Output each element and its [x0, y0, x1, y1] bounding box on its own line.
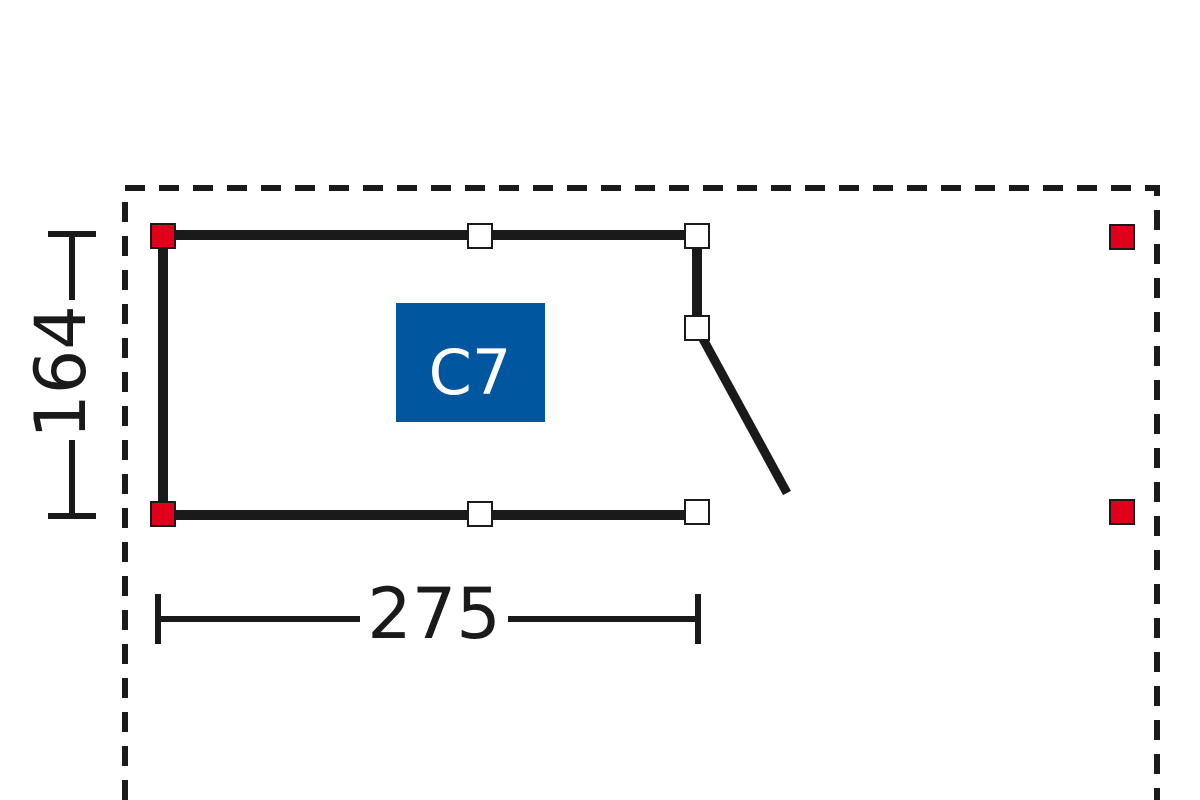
post-white: [467, 223, 493, 249]
post-white: [467, 501, 493, 527]
module-code: C7: [429, 336, 512, 409]
width-dimension: [155, 594, 701, 644]
posts: [150, 223, 1135, 527]
post-white: [684, 499, 710, 525]
door-swing: [693, 325, 791, 496]
post-red: [150, 223, 176, 249]
depth-dimension: [48, 231, 96, 519]
post-red: [1109, 224, 1135, 250]
post-red: [150, 501, 176, 527]
width-label: 275: [367, 573, 501, 655]
post-white: [684, 315, 710, 341]
building-walls: [158, 230, 791, 520]
depth-label: 164: [20, 305, 102, 439]
module-badge: C7: [396, 303, 545, 422]
dashed-outline: [122, 185, 1160, 800]
module-badge-background: [396, 303, 545, 422]
post-red: [1109, 499, 1135, 525]
post-white: [684, 223, 710, 249]
